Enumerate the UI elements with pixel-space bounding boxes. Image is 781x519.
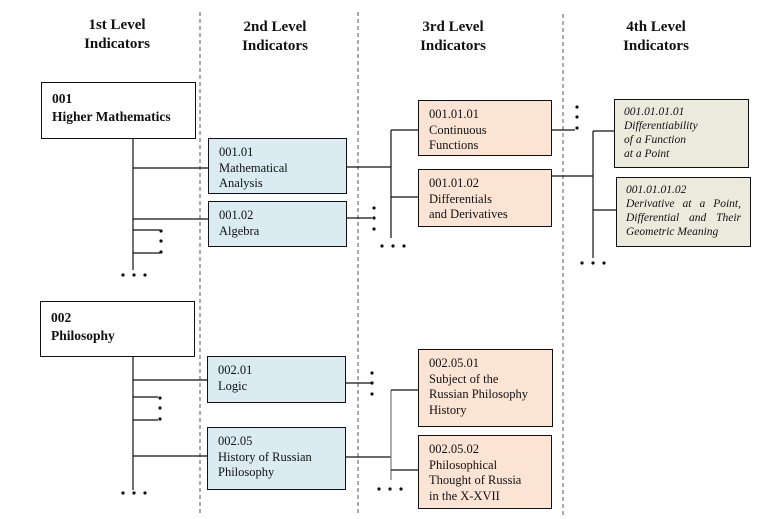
header-line2: Indicators bbox=[623, 38, 689, 54]
ellipsis-vertical bbox=[370, 381, 374, 385]
node-title-line: at a Point bbox=[624, 148, 670, 160]
ellipsis-vertical bbox=[372, 206, 376, 210]
header-level-2: 2nd Level Indicators bbox=[200, 18, 350, 56]
header-line1: 4th Level bbox=[626, 19, 686, 35]
node-title-line: Continuous bbox=[429, 122, 487, 137]
header-line1: 1st Level bbox=[88, 17, 146, 33]
level3-node-002-05-02[interactable]: 002.05.02 Philosophical Thought of Russi… bbox=[418, 435, 552, 509]
node-code: 002.01 bbox=[218, 363, 253, 377]
node-title-line: Mathematical bbox=[219, 160, 288, 175]
node-title-line: Derivative at a Point, bbox=[626, 198, 741, 210]
ellipsis-vertical bbox=[575, 126, 579, 130]
ellipsis-horizontal bbox=[121, 273, 125, 277]
ellipsis-vertical bbox=[370, 392, 374, 396]
node-code: 002.05.01 bbox=[429, 356, 479, 370]
node-title-line: and Derivatives bbox=[429, 207, 508, 221]
node-title-line: Thought of Russia bbox=[429, 473, 522, 487]
level4-node-001-01-01-02[interactable]: 001.01.01.02 Derivative at a Point, Diff… bbox=[616, 177, 751, 247]
level2-node-001-02[interactable]: 001.02 Algebra bbox=[208, 201, 347, 247]
level2-node-002-01[interactable]: 002.01 Logic bbox=[207, 356, 346, 403]
ellipsis-vertical bbox=[575, 115, 579, 119]
header-line2: Indicators bbox=[84, 36, 150, 52]
ellipsis-horizontal bbox=[391, 244, 395, 248]
node-code: 001 bbox=[52, 91, 73, 106]
ellipsis-vertical bbox=[158, 406, 162, 410]
node-title-line: Differential and Their bbox=[626, 212, 741, 224]
header-level-1: 1st Level Indicators bbox=[42, 16, 192, 54]
ellipsis-horizontal bbox=[580, 261, 584, 265]
level2-node-002-05[interactable]: 002.05 History of Russian Philosophy bbox=[207, 427, 346, 490]
node-title-line: History of Russian bbox=[218, 449, 312, 464]
header-level-4: 4th Level Indicators bbox=[581, 18, 731, 56]
ellipsis-vertical bbox=[372, 227, 376, 231]
node-title-line: Philosophy bbox=[218, 465, 275, 479]
level3-node-001-01-01[interactable]: 001.01.01 Continuous Functions bbox=[418, 100, 552, 156]
ellipsis-vertical bbox=[159, 239, 163, 243]
node-code: 001.01.01.02 bbox=[626, 184, 687, 196]
ellipsis-horizontal bbox=[121, 491, 125, 495]
node-code: 002.05 bbox=[218, 434, 253, 448]
level3-node-001-01-02[interactable]: 001.01.02 Differentials and Derivatives bbox=[418, 169, 552, 227]
level1-node-002[interactable]: 002 Philosophy bbox=[40, 301, 195, 357]
node-title-line: Geometric Meaning bbox=[626, 226, 719, 238]
ellipsis-horizontal bbox=[380, 244, 384, 248]
ellipsis-vertical bbox=[372, 216, 376, 220]
level2-node-001-01[interactable]: 001.01 Mathematical Analysis bbox=[208, 138, 347, 194]
ellipsis-horizontal bbox=[591, 261, 595, 265]
ellipsis-vertical bbox=[159, 229, 163, 233]
ellipsis-vertical bbox=[370, 371, 374, 375]
node-title-line: Analysis bbox=[219, 176, 263, 190]
node-title-line: Subject of the bbox=[429, 371, 499, 386]
ellipsis-horizontal bbox=[602, 261, 606, 265]
ellipsis-vertical bbox=[158, 396, 162, 400]
ellipsis-horizontal bbox=[402, 244, 406, 248]
ellipsis-horizontal bbox=[143, 491, 147, 495]
node-title-line: Algebra bbox=[219, 223, 260, 238]
ellipsis-horizontal bbox=[399, 487, 403, 491]
node-code: 001.01.02 bbox=[429, 176, 479, 190]
level3-node-002-05-01[interactable]: 002.05.01 Subject of the Russian Philoso… bbox=[418, 349, 553, 427]
node-title-line: in the X-XVII bbox=[429, 488, 500, 503]
level4-node-001-01-01-01[interactable]: 001.01.01.01 Differentiability of a Func… bbox=[614, 99, 749, 168]
ellipsis-horizontal bbox=[377, 487, 381, 491]
node-title-line: Logic bbox=[218, 378, 248, 393]
header-line1: 3rd Level bbox=[422, 19, 484, 35]
ellipsis-horizontal bbox=[132, 273, 136, 277]
node-title: Higher Mathematics bbox=[52, 109, 171, 124]
node-title-line: Functions bbox=[429, 138, 479, 152]
header-line2: Indicators bbox=[420, 38, 486, 54]
header-line1: 2nd Level bbox=[243, 19, 307, 35]
ellipsis-horizontal bbox=[143, 273, 147, 277]
ellipsis-horizontal bbox=[132, 491, 136, 495]
ellipsis-vertical bbox=[158, 417, 162, 421]
header-line2: Indicators bbox=[242, 38, 308, 54]
node-title-line: Philosophical bbox=[429, 457, 498, 472]
node-code: 001.02 bbox=[219, 208, 254, 222]
node-title-line: Differentiability bbox=[624, 120, 698, 132]
node-code: 001.01.01 bbox=[429, 107, 479, 121]
node-code: 002.05.02 bbox=[429, 442, 479, 456]
header-level-3: 3rd Level Indicators bbox=[378, 18, 528, 56]
node-title-line: Differentials bbox=[429, 191, 492, 206]
node-title-line: of a Function bbox=[624, 134, 686, 146]
node-code: 002 bbox=[51, 310, 72, 325]
ellipsis-horizontal bbox=[388, 487, 392, 491]
ellipsis-vertical bbox=[159, 250, 163, 254]
ellipsis-vertical bbox=[575, 105, 579, 109]
node-title-line: History bbox=[429, 402, 467, 417]
node-code: 001.01.01.01 bbox=[624, 106, 685, 118]
node-code: 001.01 bbox=[219, 145, 254, 159]
node-title-line: Russian Philosophy bbox=[429, 387, 528, 401]
level1-node-001[interactable]: 001 Higher Mathematics bbox=[41, 82, 196, 139]
node-title: Philosophy bbox=[51, 328, 115, 343]
